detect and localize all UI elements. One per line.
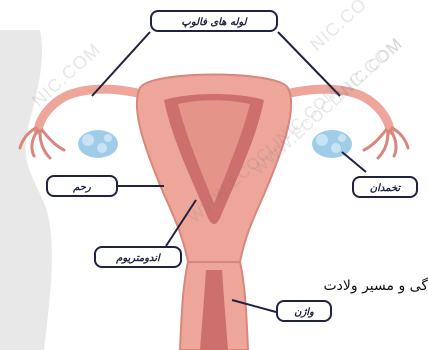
caption-text: گی و مسیر ولادت (323, 278, 428, 294)
right-ovary (312, 130, 352, 158)
left-ovary (78, 130, 118, 158)
body-silhouette (0, 30, 52, 350)
label-fallopian-tubes: لوله های فالوپ (150, 10, 278, 32)
right-fimbriae (364, 128, 408, 158)
label-vagina: واژن (276, 300, 332, 322)
label-ovary: تخمدان (352, 176, 418, 198)
label-endometrium: اندومتریوم (94, 246, 182, 268)
leader-ovary (342, 152, 366, 172)
label-uterus: رحم (46, 175, 118, 197)
